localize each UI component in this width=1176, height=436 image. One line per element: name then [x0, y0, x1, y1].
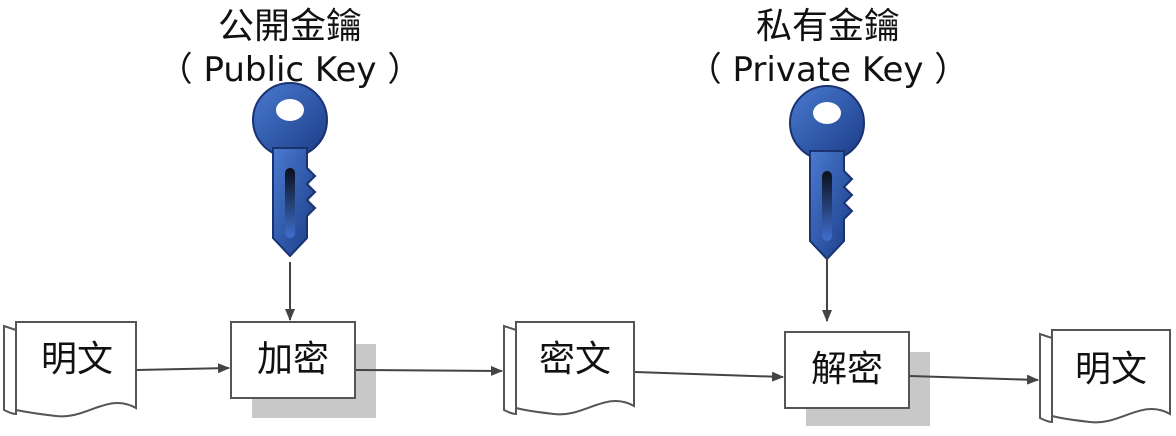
plaintext-in-document — [3, 321, 137, 418]
plaintext-out-label: 明文 — [1074, 349, 1147, 390]
plaintext-in-label: 明文 — [40, 339, 113, 380]
public-key-subtitle: （ Public Key ） — [158, 50, 422, 90]
flow-arrow-4 — [909, 374, 1039, 385]
ciphertext-label: 密文 — [538, 339, 611, 380]
decrypt-box — [784, 331, 910, 409]
flow-arrow-3 — [634, 371, 784, 382]
flow-arrow-2 — [355, 365, 503, 376]
plaintext-out-document — [1039, 329, 1171, 424]
public-key-icon — [252, 82, 328, 257]
private-key-title: 私有金鑰 — [755, 6, 900, 47]
ciphertext-document — [503, 321, 635, 416]
encrypt-box — [230, 321, 356, 399]
private-key-subtitle: （ Private Key ） — [687, 50, 969, 90]
decrypt-label: 解密 — [810, 349, 883, 390]
private-key-icon — [789, 85, 865, 260]
encrypt-label: 加密 — [256, 339, 329, 380]
flow-arrow-1 — [136, 363, 230, 374]
public-key-title: 公開金鑰 — [217, 6, 362, 47]
